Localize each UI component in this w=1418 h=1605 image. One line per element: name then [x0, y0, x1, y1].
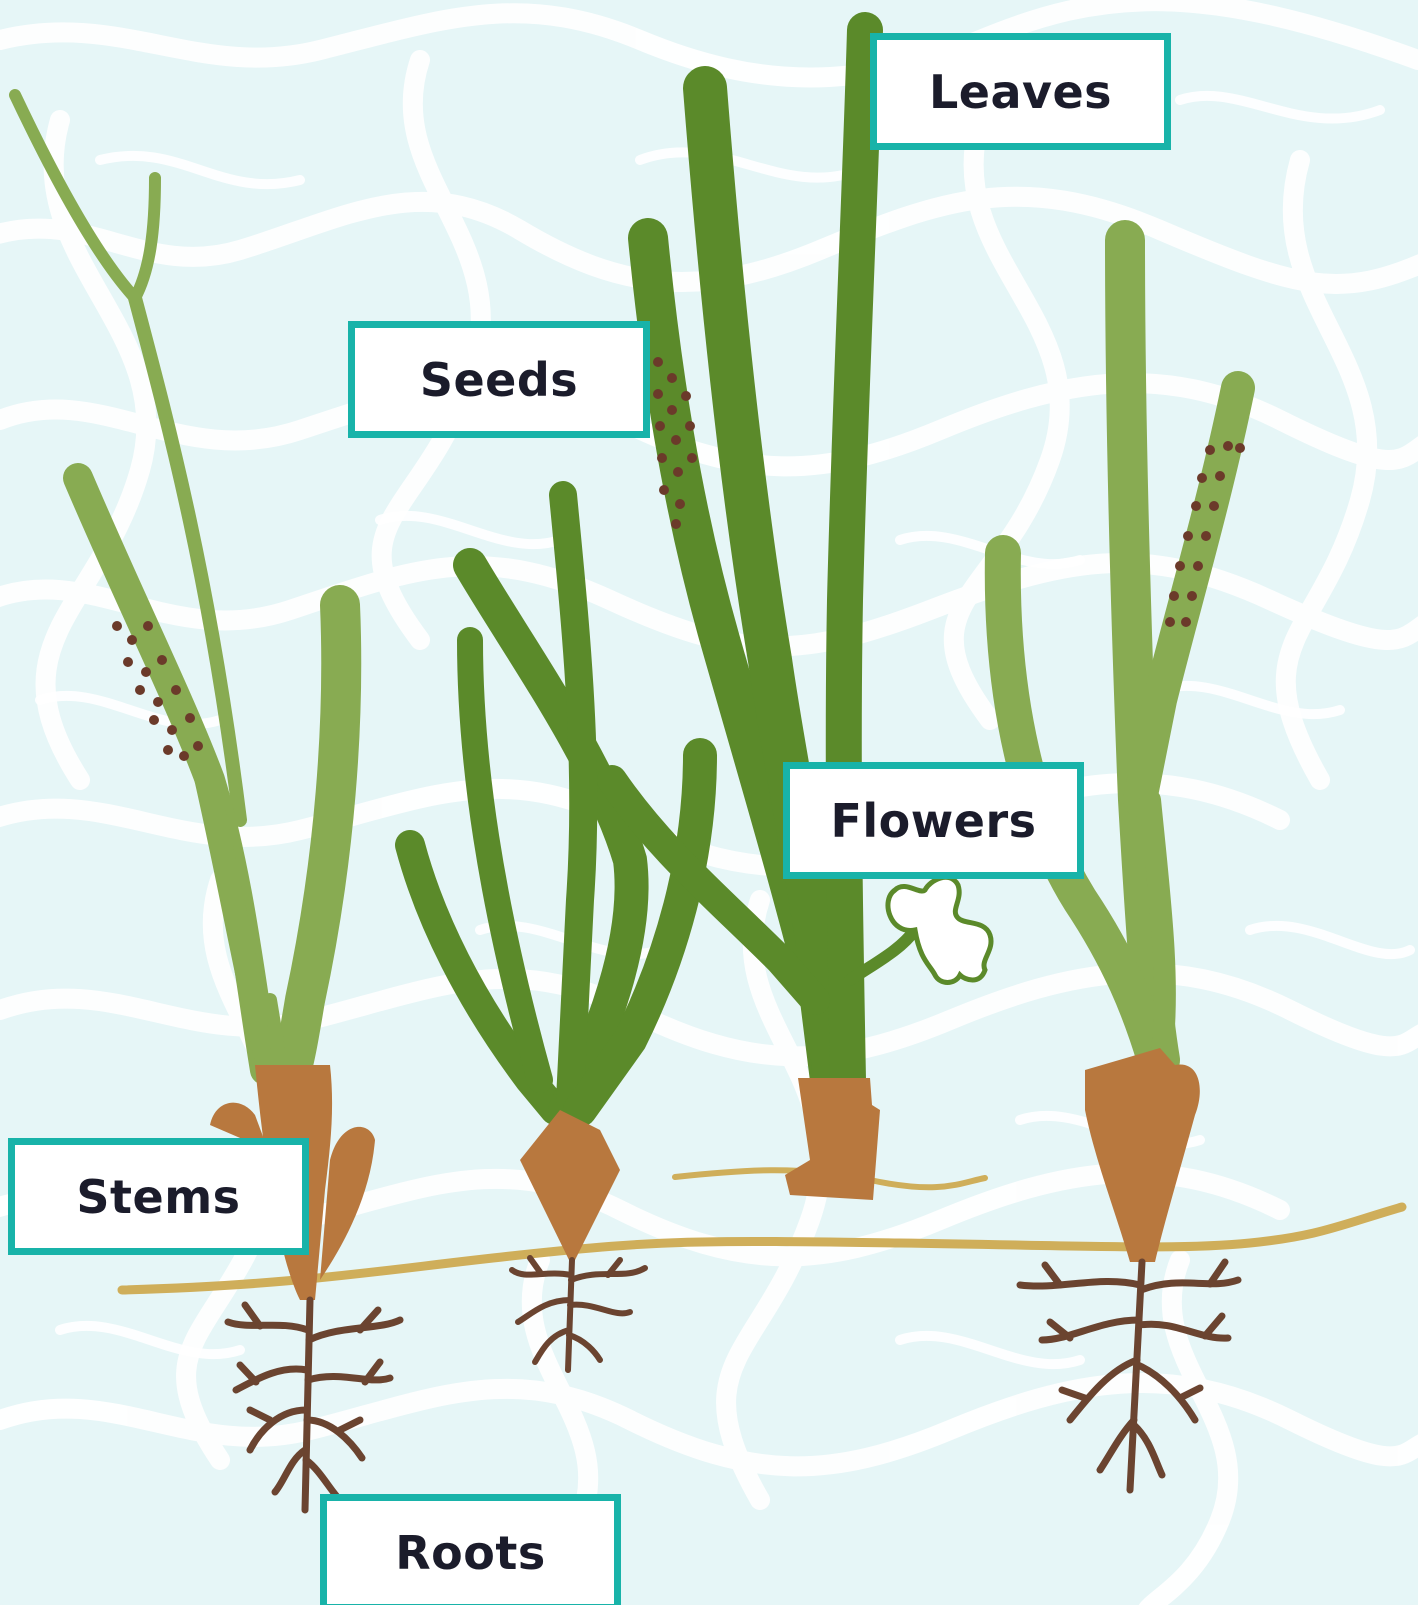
label-seeds: Seeds — [348, 321, 650, 438]
label-flowers: Flowers — [783, 762, 1084, 879]
flower-icon — [888, 877, 991, 982]
label-roots: Roots — [320, 1494, 621, 1605]
roots-plant-2 — [512, 1258, 645, 1370]
label-leaves: Leaves — [870, 33, 1171, 150]
label-stems: Stems — [8, 1138, 309, 1255]
